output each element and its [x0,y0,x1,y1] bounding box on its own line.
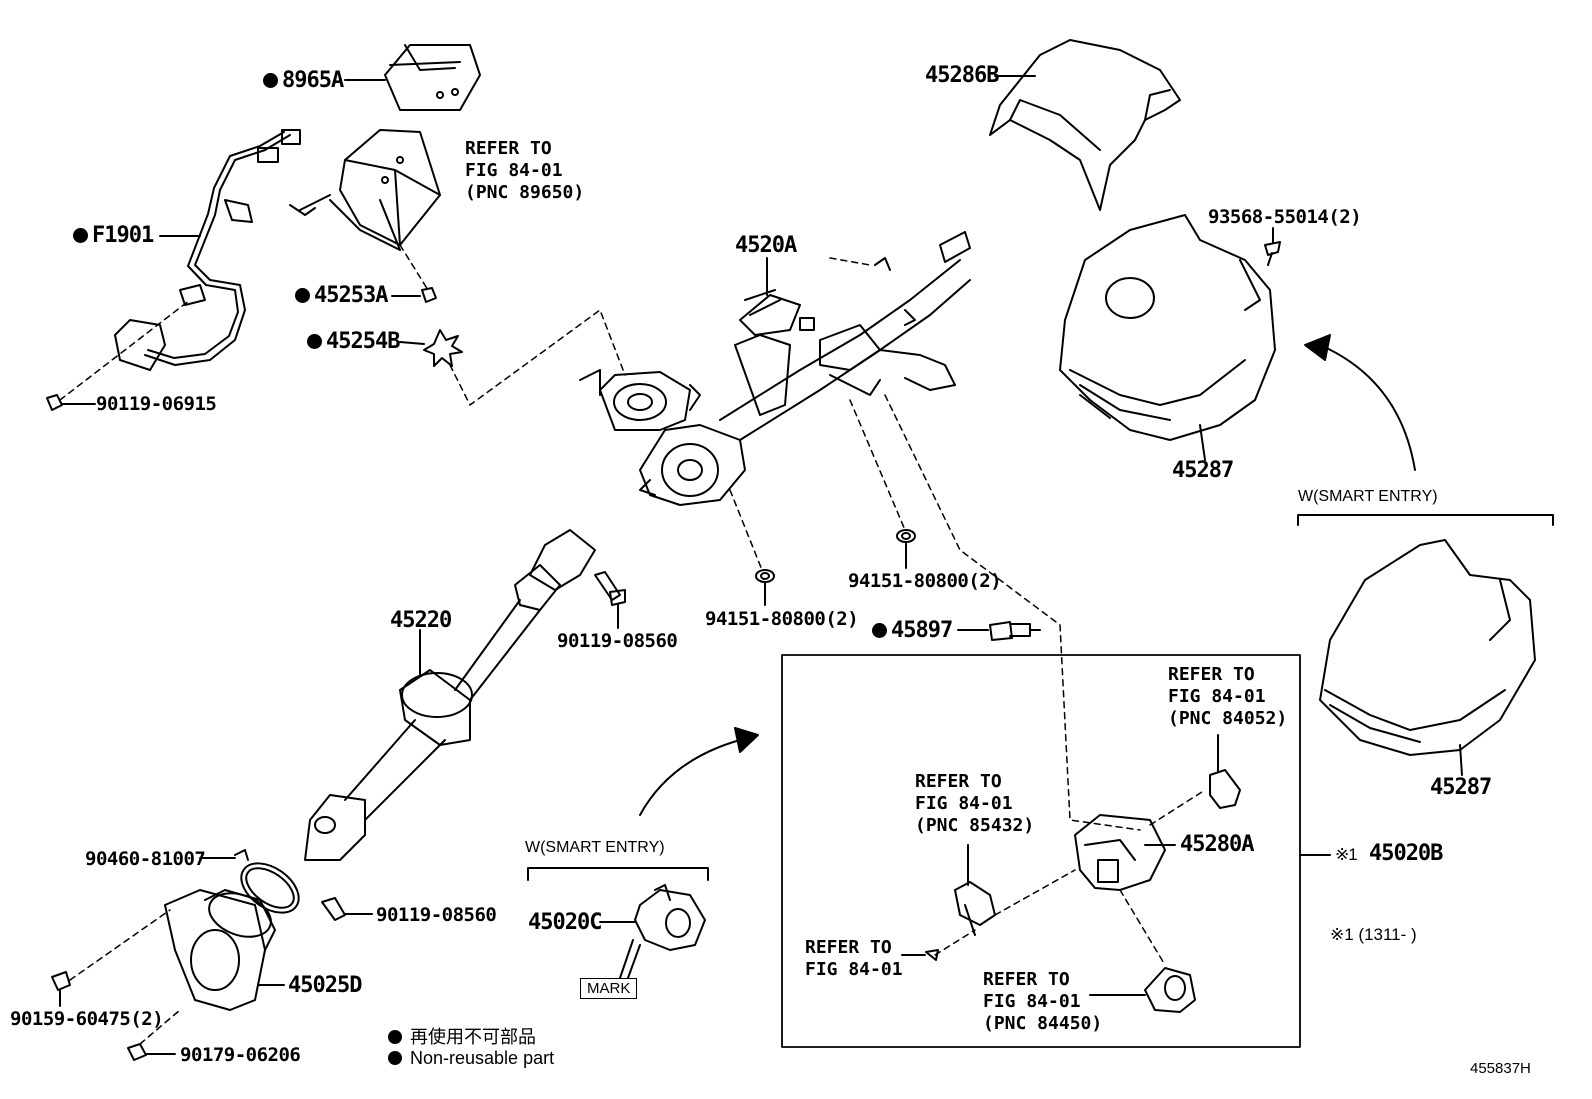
nut-94151-b [896,529,916,543]
dash-84052 [1149,789,1206,826]
leader-45287-top [1199,424,1206,461]
part-label-45287-bottom[interactable]: 45287 [1430,775,1492,800]
dash-45254b [449,309,626,406]
wire-harness-f1901 [114,129,301,371]
ref-note-84052[interactable]: REFER TO FIG 84-01 (PNC 84052) [1168,664,1288,729]
part-label-90119-08560-b[interactable]: 90119-08560 [376,904,497,926]
part-label-90159-60475[interactable]: 90159-60475(2) [10,1008,164,1030]
bolt-90159-60475 [51,971,71,1006]
dash-45280a [884,394,1141,831]
part-label-f1901[interactable]: F1901 [73,225,154,247]
ring-90460-81007 [234,849,300,914]
dash-90119-06915 [59,299,191,401]
arrow-head-mid [734,727,759,753]
part-label-94151-80800-a[interactable]: 94151-80800(2) [705,608,859,630]
part-label-90179-06206[interactable]: 90179-06206 [180,1044,301,1066]
bolt-90119-08560-a [594,571,626,606]
part-label-45253a[interactable]: 45253A [295,285,388,307]
mark-label-box: MARK [580,978,638,999]
legend-jp: 再使用不可部品 [388,1023,536,1049]
nut-90179-06206 [127,1043,147,1061]
arrow-head-top [1304,334,1331,361]
module-8965a [384,44,481,111]
switch-84052 [1209,769,1241,809]
dash-45253a [399,244,429,291]
body-45280a [1074,814,1166,891]
part-label-93568-55014[interactable]: 93568-55014(2) [1208,206,1362,228]
dash-4520a-top [829,257,871,266]
part-label-45025d[interactable]: 45025D [288,973,362,998]
non-reusable-dot-icon [388,1051,402,1065]
part-label-45020b[interactable]: ※1 45020B [1335,841,1443,866]
cover-45287-bottom [1319,539,1536,756]
part-label-90119-06915[interactable]: 90119-06915 [96,393,217,415]
ref-note-fig[interactable]: REFER TO FIG 84-01 [805,937,903,980]
switch-85432 [954,881,996,936]
part-label-94151-80800-b[interactable]: 94151-80800(2) [848,570,1002,592]
leader-mark-b [627,944,641,979]
footnote-1311: ※1 (1311- ) [1330,925,1417,944]
bolt-90119-08560-b [321,897,346,921]
nut-45253a [421,287,437,303]
bracket-smart-entry-right [1297,514,1554,526]
dash-screw [934,929,976,956]
bracket-smart-entry-left [527,867,709,881]
condition-smart-entry-left: W(SMART ENTRY) [525,839,665,856]
ref-note-85432[interactable]: REFER TO FIG 84-01 (PNC 85432) [915,771,1035,836]
shaft-45220 [304,529,596,861]
part-label-90460-81007[interactable]: 90460-81007 [85,848,206,870]
pin-45897 [989,621,1041,641]
part-label-45280a[interactable]: 45280A [1180,832,1254,857]
module-amplifier [289,129,441,251]
cover-45287-top [1059,214,1276,441]
non-reusable-dot-icon [73,228,88,243]
gear-45254b [423,329,463,367]
part-label-90119-08560-a[interactable]: 90119-08560 [557,630,678,652]
screw-ref [925,949,939,961]
dash-84450 [1119,889,1166,966]
leader-45287-bottom [1459,744,1463,776]
non-reusable-dot-icon [872,623,887,638]
non-reusable-dot-icon [307,334,322,349]
ref-note-89650[interactable]: REFER TO FIG 84-01 (PNC 89650) [465,138,585,203]
condition-smart-entry-right: W(SMART ENTRY) [1298,488,1438,505]
dash-94151-b [849,399,906,531]
part-label-45220[interactable]: 45220 [390,608,452,633]
nut-94151-a [755,569,775,583]
dash-90179 [139,1009,181,1045]
part-84450 [1144,967,1196,1013]
arrow-curve-mid [639,739,741,816]
legend-en: Non-reusable part [388,1048,554,1069]
part-label-8965a[interactable]: 8965A [263,70,344,92]
arrow-curve-top [1319,344,1416,471]
column-4520a [579,231,971,506]
screw-93568 [1264,241,1281,266]
dash-85432 [994,869,1076,916]
ref-note-84450[interactable]: REFER TO FIG 84-01 (PNC 84450) [983,969,1103,1034]
part-label-45254b[interactable]: 45254B [307,331,400,353]
leader-45254b [399,341,425,345]
part-label-45020c[interactable]: 45020C [528,910,602,935]
part-label-45897[interactable]: 45897 [872,620,953,642]
part-45020c [634,884,706,951]
dash-90159 [69,909,171,981]
part-label-45287-top[interactable]: 45287 [1172,458,1234,483]
leader-mark-a [619,939,634,979]
cover-45286b [989,39,1181,211]
non-reusable-dot-icon [295,288,310,303]
part-label-45286b[interactable]: 45286B [925,63,999,88]
box-45020b [781,654,1301,1048]
non-reusable-dot-icon [263,73,278,88]
part-label-4520a[interactable]: 4520A [735,233,797,258]
bolt-90119-06915 [46,394,63,411]
non-reusable-dot-icon [388,1030,402,1044]
illustration-id: 455837H [1470,1060,1531,1077]
dash-94151-a [729,489,763,571]
cover-45025d [164,889,276,1011]
